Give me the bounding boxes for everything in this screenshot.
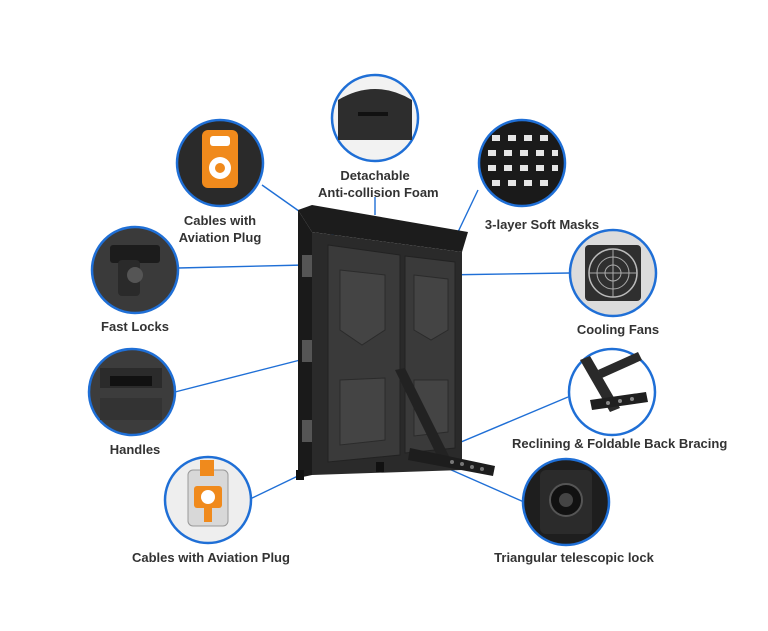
cables-bottom-label: Cables with Aviation Plug	[132, 550, 290, 565]
leader-lines	[174, 184, 571, 503]
cooling-fans-callout	[568, 228, 658, 318]
cables-top-label: Cables with Aviation Plug	[172, 212, 268, 246]
cables-bottom-callout	[163, 455, 253, 545]
cooling-fans-label: Cooling Fans	[576, 322, 660, 337]
handles-callout	[87, 347, 177, 437]
leader-line-back-bracing	[441, 396, 569, 451]
leader-line-telescopic-lock	[439, 464, 525, 503]
cables-top-label-line2: Aviation Plug	[178, 230, 262, 245]
fast-locks-callout	[90, 225, 180, 315]
handles-label: Handles	[109, 442, 161, 457]
leader-line-handles	[174, 356, 313, 393]
fast-locks-label: Fast Locks	[101, 319, 169, 334]
leader-line-cables-bottom	[247, 474, 301, 501]
foam-label-line2: Anti-collision Foam	[318, 185, 439, 200]
masks-callout	[477, 118, 567, 208]
soft-mask-grid-icon	[488, 135, 558, 186]
foam-callout	[330, 73, 420, 163]
telescopic-lock-label: Triangular telescopic lock	[494, 550, 654, 565]
masks-label: 3-layer Soft Masks	[484, 217, 600, 232]
handle-icon	[110, 376, 152, 386]
leader-line-fast-locks	[177, 264, 306, 269]
cables-top-callout	[175, 118, 265, 208]
cables-top-label-line1: Cables with	[183, 213, 257, 228]
cabinet-body	[296, 205, 495, 480]
back-bracing-label: Reclining & Foldable Back Bracing	[512, 436, 728, 451]
leader-line-masks	[457, 189, 479, 233]
foam-label: Detachable Anti-collision Foam	[318, 167, 439, 201]
foam-label-line1: Detachable	[340, 168, 410, 183]
telescopic-lock-callout	[521, 457, 611, 547]
back-bracing-callout	[567, 347, 657, 437]
